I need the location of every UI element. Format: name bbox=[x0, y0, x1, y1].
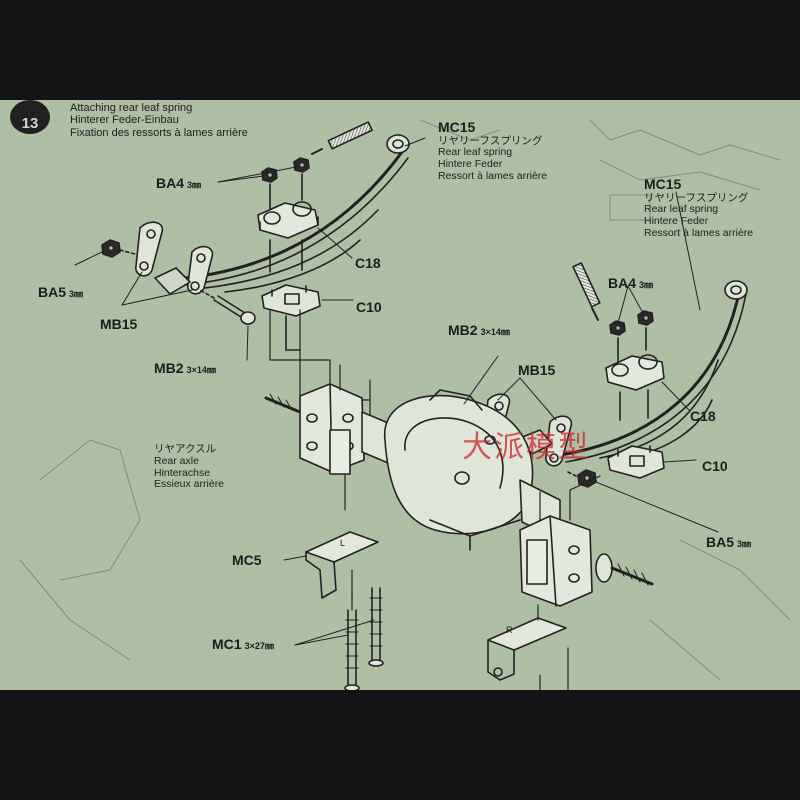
label-mb15-right: MB15 bbox=[518, 362, 555, 380]
part-code: MB15 bbox=[100, 316, 138, 332]
left-c10-saddle bbox=[261, 284, 321, 351]
label-c10-right: C10 bbox=[702, 458, 728, 476]
part-dim: 3×14㎜ bbox=[186, 365, 216, 375]
label-c18-left: C18 bbox=[355, 255, 381, 273]
label-mc15-right: MC15 リヤリーフスプリング Rear leaf spring Hintere… bbox=[644, 176, 754, 240]
photo-frame-bottom bbox=[0, 690, 800, 800]
manual-page: 13 Attaching rear leaf spring Hinterer F… bbox=[0, 100, 800, 690]
part-desc-de: Hintere Feder bbox=[438, 158, 503, 171]
step-number-badge: 13 bbox=[10, 100, 50, 134]
watermark-text: 大派模型 bbox=[462, 430, 590, 465]
mc5-mount-right bbox=[487, 604, 567, 681]
right-c10-saddle bbox=[607, 445, 665, 479]
left-c18-clamp bbox=[257, 201, 319, 273]
part-desc-jp: リヤリーフスプリング bbox=[644, 191, 749, 204]
assembly-drawing bbox=[19, 119, 791, 690]
part-desc-jp: リヤアクスル bbox=[154, 443, 217, 455]
part-dim: 3㎜ bbox=[69, 289, 84, 299]
label-c10-left: C10 bbox=[356, 299, 382, 317]
right-ba4-nuts bbox=[609, 310, 654, 363]
step-title: Attaching rear leaf spring Hinterer Fede… bbox=[70, 102, 248, 139]
part-code: C10 bbox=[356, 299, 382, 315]
part-code: C18 bbox=[355, 255, 381, 271]
mount-mark-left: L bbox=[340, 538, 346, 548]
part-desc-fr: Ressort à lames arrière bbox=[438, 169, 548, 182]
part-dim: 3㎜ bbox=[737, 539, 752, 549]
part-dim: 3×14㎜ bbox=[480, 327, 510, 337]
left-grease-tube bbox=[311, 121, 373, 155]
part-desc-fr: Essieux arrière bbox=[154, 478, 225, 491]
part-code: MC15 bbox=[644, 176, 682, 192]
left-ba4-nuts bbox=[261, 157, 310, 213]
part-code: MB2 bbox=[448, 322, 478, 338]
part-desc-jp: リヤリーフスプリング bbox=[438, 134, 543, 147]
part-dim: 3㎜ bbox=[187, 180, 202, 190]
part-desc-en: Rear axle bbox=[154, 454, 199, 467]
part-desc-en: Rear leaf spring bbox=[644, 203, 719, 216]
part-desc-fr: Ressort à lames arrière bbox=[644, 226, 754, 239]
right-grease-tube bbox=[572, 262, 601, 321]
part-code: BA4 bbox=[156, 175, 185, 191]
part-code: MC1 bbox=[212, 636, 242, 652]
part-code: BA5 bbox=[706, 534, 735, 550]
part-desc-de: Hinterachse bbox=[154, 466, 211, 479]
rear-axle bbox=[264, 364, 654, 607]
label-rear-axle: リヤアクスル Rear axle Hinterachse Essieux arr… bbox=[154, 443, 225, 491]
background-drawing bbox=[19, 119, 791, 681]
mc1-screws bbox=[344, 569, 569, 690]
part-code: MB15 bbox=[518, 362, 556, 378]
right-ba5-nut bbox=[567, 469, 597, 488]
left-mb15-shackles bbox=[135, 221, 214, 295]
right-c18-clamp bbox=[605, 354, 665, 421]
step-title-fr: Fixation des ressorts à lames arrière bbox=[70, 126, 248, 139]
mount-mark-right: R bbox=[506, 625, 513, 635]
label-mc15-left: MC15 リヤリーフスプリング Rear leaf spring Hintere… bbox=[438, 119, 548, 183]
part-desc-en: Rear leaf spring bbox=[438, 146, 513, 159]
left-ba5-nut bbox=[101, 239, 136, 258]
mc5-mount-left bbox=[305, 474, 379, 611]
right-leaf-spring bbox=[558, 280, 748, 463]
step-title-en: Attaching rear leaf spring bbox=[70, 102, 193, 114]
part-code: C10 bbox=[702, 458, 728, 474]
part-code: C18 bbox=[690, 408, 716, 424]
part-dim: 3㎜ bbox=[639, 280, 654, 290]
label-c18-right: C18 bbox=[690, 408, 716, 426]
part-desc-de: Hintere Feder bbox=[644, 215, 709, 228]
part-code: BA5 bbox=[38, 284, 67, 300]
part-code: MC5 bbox=[232, 552, 262, 568]
part-dim: 3×27㎜ bbox=[244, 641, 274, 651]
part-code: MC15 bbox=[438, 119, 476, 135]
step-title-de: Hinterer Feder-Einbau bbox=[70, 114, 179, 127]
label-mc5: MC5 bbox=[232, 552, 262, 570]
part-code: BA4 bbox=[608, 275, 637, 291]
left-mb2-bolt bbox=[199, 289, 256, 325]
leader-lines bbox=[74, 137, 719, 646]
part-code: MB2 bbox=[154, 360, 184, 376]
label-mb15-left: MB15 bbox=[100, 316, 137, 334]
